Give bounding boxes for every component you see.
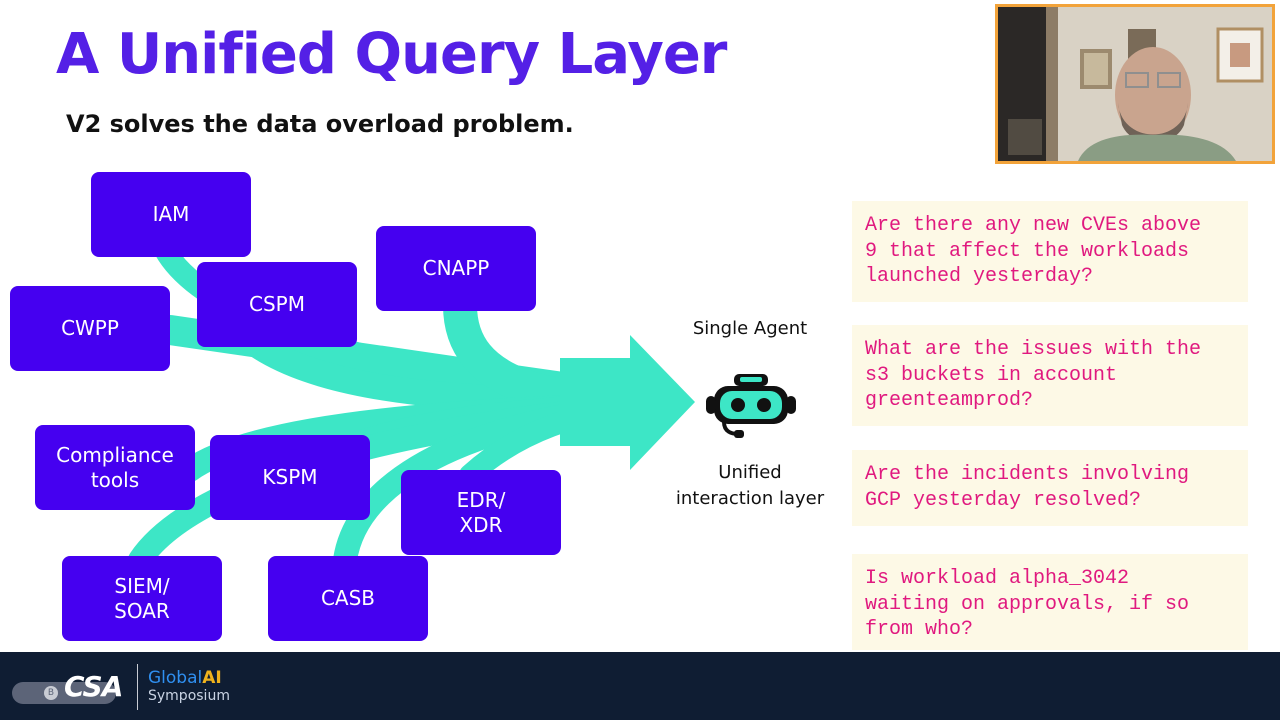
- question-card-3: Are the incidents involving GCP yesterda…: [852, 450, 1248, 526]
- source-box-casb: CASB: [268, 556, 428, 641]
- source-box-kspm: KSPM: [210, 435, 370, 520]
- footer-bar: [0, 652, 1280, 720]
- speaker-video-frame: [998, 7, 1272, 161]
- player-control-knob[interactable]: B: [44, 686, 58, 700]
- agent-subtitle: Unified interaction layer: [675, 462, 825, 509]
- brand-word-ai: AI: [202, 668, 222, 688]
- source-box-compliance: Compliance tools: [35, 425, 195, 510]
- slide-subtitle: V2 solves the data overload problem.: [66, 110, 574, 138]
- source-box-cnapp: CNAPP: [376, 226, 536, 311]
- source-box-siem-soar: SIEM/ SOAR: [62, 556, 222, 641]
- brand-word-global: Global: [148, 668, 203, 688]
- robot-icon: [706, 374, 796, 438]
- source-box-cspm: CSPM: [197, 262, 357, 347]
- footer-divider: [137, 664, 138, 710]
- source-box-iam: IAM: [91, 172, 251, 257]
- player-control-pill[interactable]: [12, 682, 116, 704]
- question-card-1: Are there any new CVEs above 9 that affe…: [852, 201, 1248, 302]
- question-card-2: What are the issues with the s3 buckets …: [852, 325, 1248, 426]
- symposium-logo-line1: GlobalAI: [148, 668, 222, 688]
- question-card-4: Is workload alpha_3042 waiting on approv…: [852, 554, 1248, 650]
- agent-title: Single Agent: [692, 318, 808, 339]
- symposium-logo-line2: Symposium: [148, 688, 230, 704]
- source-box-cwpp: CWPP: [10, 286, 170, 371]
- slide-title: A Unified Query Layer: [56, 22, 727, 87]
- speaker-webcam-video: [995, 4, 1275, 164]
- source-box-edr-xdr: EDR/ XDR: [401, 470, 561, 555]
- arrow-head: [560, 335, 695, 470]
- csa-logo: CSA: [64, 670, 123, 703]
